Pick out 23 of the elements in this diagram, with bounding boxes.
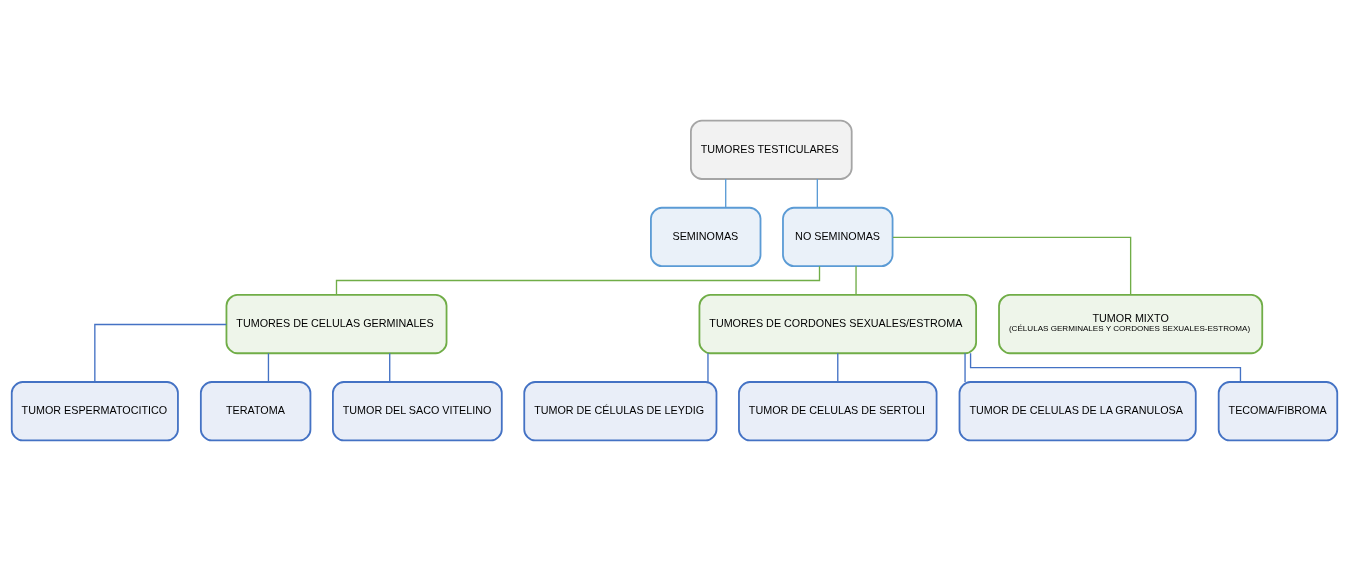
- connector: [837, 352, 839, 383]
- node-box: TUMOR DE CÉLULAS DE LEYDIG: [523, 381, 718, 442]
- node-box: TUMOR DEL SACO VITELINO: [332, 381, 503, 442]
- node-box: TUMORES TESTICULARES: [690, 119, 853, 180]
- node-box: TUMOR DE CELULAS DE LA GRANULOSA: [958, 381, 1197, 442]
- node-box: TUMOR ESPERMATOCITICO: [10, 381, 179, 442]
- node-box: TUMORES DE CORDONES SEXUALES/ESTROMA: [698, 293, 977, 355]
- node-box: TECOMA/FIBROMA: [1217, 381, 1339, 442]
- connector: [725, 178, 727, 209]
- node-box: SEMINOMAS: [650, 206, 762, 268]
- node-box: TUMORES DE CELULAS GERMINALES: [225, 293, 448, 355]
- connector: [892, 236, 1132, 296]
- connector: [707, 352, 709, 383]
- node-box: TUMOR MIXTO (CÉLULAS GERMINALES Y CORDONES SEXUALES-ESTROMA): [998, 293, 1264, 355]
- node-box: NO SEMINOMAS: [782, 206, 894, 268]
- connector: [267, 352, 270, 383]
- connector: [964, 352, 966, 383]
- node-box: TERATOMA: [199, 381, 312, 442]
- node-box: TUMOR DE CELULAS DE SERTOLI: [738, 381, 938, 442]
- connector: [855, 265, 857, 296]
- connector: [389, 352, 391, 383]
- connector: [94, 323, 227, 383]
- connector: [816, 178, 818, 209]
